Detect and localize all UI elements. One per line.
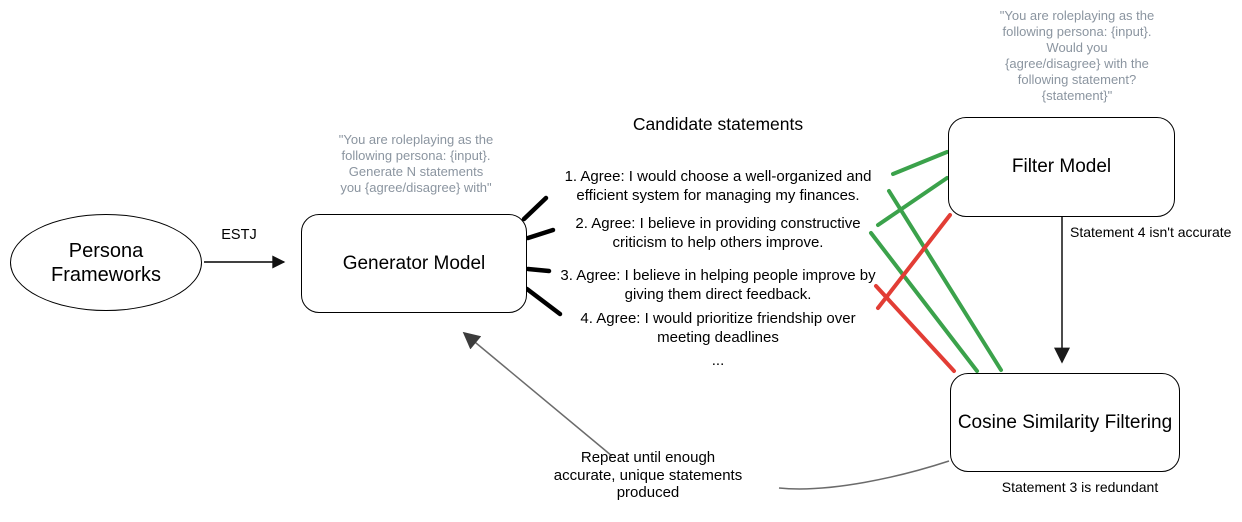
filter-annotation: Statement 4 isn't accurate: [1070, 224, 1232, 240]
candidate-statement-1: 1. Agree: I would choose a well-organize…: [564, 168, 872, 204]
cosine-similarity-node: Cosine Similarity Filtering: [950, 373, 1180, 472]
generator-output-strokes: [521, 195, 563, 317]
generator-prompt-text: "You are roleplaying as the following pe…: [338, 132, 494, 195]
fan-stroke-1: [521, 195, 549, 222]
generator-model-node: Generator Model: [301, 214, 527, 313]
candidate-statements-ellipsis: ...: [711, 352, 725, 369]
filter-prompt-text: "You are roleplaying as the following pe…: [999, 8, 1155, 103]
cosine-annotation: Statement 3 is redundant: [1001, 479, 1159, 495]
generator-model-label: Generator Model: [342, 252, 486, 274]
edge-repeat-to-generator: [462, 331, 613, 457]
edge-statement2-to-cosine: [869, 231, 979, 373]
filter-model-node: Filter Model: [948, 117, 1175, 217]
edge-statement2-to-filter: [876, 176, 949, 227]
edge-cosine-to-repeat-note: [778, 460, 950, 490]
cosine-similarity-label: Cosine Similarity Filtering: [957, 411, 1173, 433]
persona-frameworks-node: Persona Frameworks: [10, 214, 202, 311]
edge-statement1-to-filter: [891, 150, 949, 176]
edge-statement1-to-cosine: [887, 189, 1003, 372]
estj-edge-label: ESTJ: [221, 227, 257, 243]
edge-statement3-to-cosine: [874, 284, 956, 373]
candidate-statements-title: Candidate statements: [632, 114, 804, 134]
persona-frameworks-label: Persona Frameworks: [50, 239, 161, 286]
fan-stroke-2: [525, 227, 556, 241]
candidate-statement-3: 3. Agree: I believe in helping people im…: [560, 267, 876, 303]
candidate-statement-2: 2. Agree: I believe in providing constru…: [575, 215, 861, 251]
candidate-statement-4: 4. Agree: I would prioritize friendship …: [580, 310, 856, 346]
repeat-note: Repeat until enough accurate, unique sta…: [553, 449, 743, 501]
fan-stroke-3: [525, 266, 552, 274]
edge-filter-to-statement4: [876, 213, 952, 310]
fan-stroke-4: [524, 286, 563, 317]
filter-model-label: Filter Model: [1011, 156, 1112, 177]
